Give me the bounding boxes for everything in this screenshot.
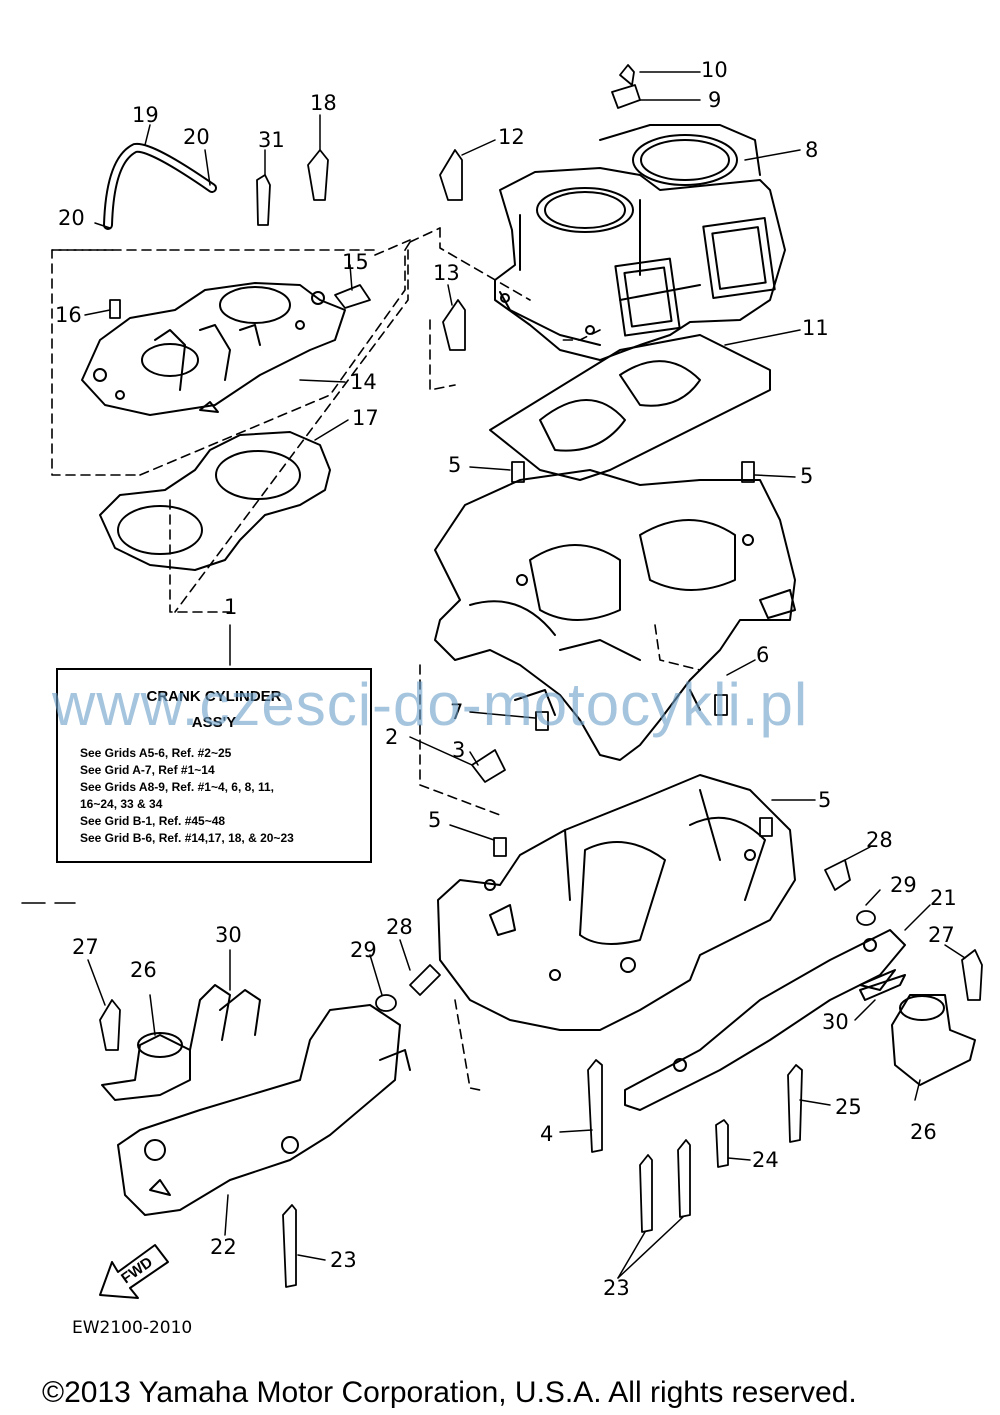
- callout-15: 15: [342, 250, 369, 274]
- shim-right: [859, 974, 906, 1001]
- info-title-line2: ASS'Y: [191, 713, 237, 731]
- info-ref-line: See Grids A8-9, Ref. #1~4, 6, 8, 11,: [80, 780, 274, 794]
- callout-27-left: 27: [72, 935, 99, 959]
- callout-5-b: 5: [800, 464, 814, 488]
- dashed-group-outlines: [51, 227, 701, 1091]
- callout-20-lower: 20: [58, 206, 85, 230]
- callout-23-left: 23: [330, 1248, 357, 1272]
- callout-18: 18: [310, 91, 337, 115]
- callout-19: 19: [132, 103, 159, 127]
- callout-7: 7: [450, 700, 464, 724]
- callout-9: 9: [708, 88, 722, 112]
- callout-2: 2: [385, 725, 399, 749]
- drawing-code: EW2100-2010: [72, 1318, 193, 1338]
- info-ref-line: See Grid A-7, Ref #1~14: [80, 763, 215, 777]
- callout-3: 3: [452, 738, 466, 762]
- small-parts: [103, 84, 876, 1012]
- callout-6: 6: [756, 643, 770, 667]
- rubber-mount-right: [891, 994, 976, 1086]
- callout-5-d: 5: [428, 808, 442, 832]
- info-ref-line: See Grids A5-6, Ref. #2~25: [80, 746, 232, 760]
- bolts: [99, 64, 983, 1288]
- callout-10: 10: [701, 58, 728, 82]
- base-gasket: [489, 334, 771, 481]
- info-title-line1: CRANK CYLINDER: [146, 688, 282, 705]
- upper-crankcase: [434, 469, 796, 761]
- callout-14: 14: [350, 370, 377, 394]
- callout-20-upper: 20: [183, 125, 210, 149]
- callout-1: 1: [224, 595, 238, 619]
- callout-12: 12: [498, 125, 525, 149]
- callout-17: 17: [352, 406, 379, 430]
- watermark-text: www.czesci-do-motocykli.pl: [52, 671, 809, 738]
- cylinder-block: [494, 124, 786, 361]
- callout-5-a: 5: [448, 453, 462, 477]
- callout-5-c: 5: [818, 788, 832, 812]
- callout-11: 11: [802, 316, 829, 340]
- callout-28-right: 28: [866, 828, 893, 852]
- assembly-info-box: CRANK CYLINDER ASS'Y See Grids A5-6, Ref…: [56, 668, 372, 863]
- shim-left: [189, 984, 261, 1051]
- cylinder-head: [81, 282, 346, 416]
- rubber-mount-left: [101, 1032, 191, 1101]
- callout-29-left: 29: [350, 938, 377, 962]
- fwd-arrow: [99, 1244, 169, 1299]
- callout-28-left: 28: [386, 915, 413, 939]
- callout-13: 13: [433, 261, 460, 285]
- callout-30-right: 30: [822, 1010, 849, 1034]
- lower-crankcase: [437, 774, 796, 1031]
- callout-22: 22: [210, 1235, 237, 1259]
- callout-31: 31: [258, 128, 285, 152]
- callout-26-left: 26: [130, 958, 157, 982]
- callout-30-left: 30: [215, 923, 242, 947]
- callout-29-right: 29: [890, 873, 917, 897]
- callout-26-right: 26: [910, 1120, 937, 1144]
- info-ref-line: See Grid B-1, Ref. #45~48: [80, 814, 226, 828]
- right-engine-mount-bracket: [624, 929, 906, 1111]
- info-ref-line: 16~24, 33 & 34: [80, 797, 163, 811]
- callout-23-bottom: 23: [603, 1276, 630, 1300]
- copyright-notice: ©2013 Yamaha Motor Corporation, U.S.A. A…: [42, 1376, 857, 1409]
- callout-8: 8: [805, 138, 819, 162]
- callout-27-right: 27: [928, 923, 955, 947]
- head-gasket: [99, 431, 331, 571]
- info-refs-list: See Grids A5-6, Ref. #2~25 See Grid A-7,…: [80, 745, 370, 847]
- callout-24: 24: [752, 1148, 779, 1172]
- leader-lines: [84, 71, 966, 1279]
- callout-4: 4: [540, 1122, 554, 1146]
- callout-16: 16: [55, 303, 82, 327]
- callout-21: 21: [930, 886, 957, 910]
- callout-25: 25: [835, 1095, 862, 1119]
- info-ref-line: See Grid B-6, Ref. #14,17, 18, & 20~23: [80, 831, 294, 845]
- left-engine-mount-bracket: [117, 1004, 411, 1216]
